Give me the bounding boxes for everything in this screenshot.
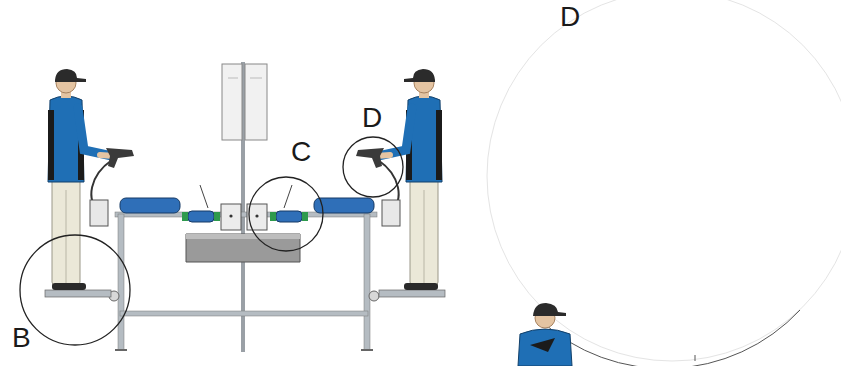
callout-letter: D [362,104,382,132]
callout-letter: D [560,3,580,31]
callout-letter: C [291,138,311,166]
callout-letter: B [12,324,31,352]
